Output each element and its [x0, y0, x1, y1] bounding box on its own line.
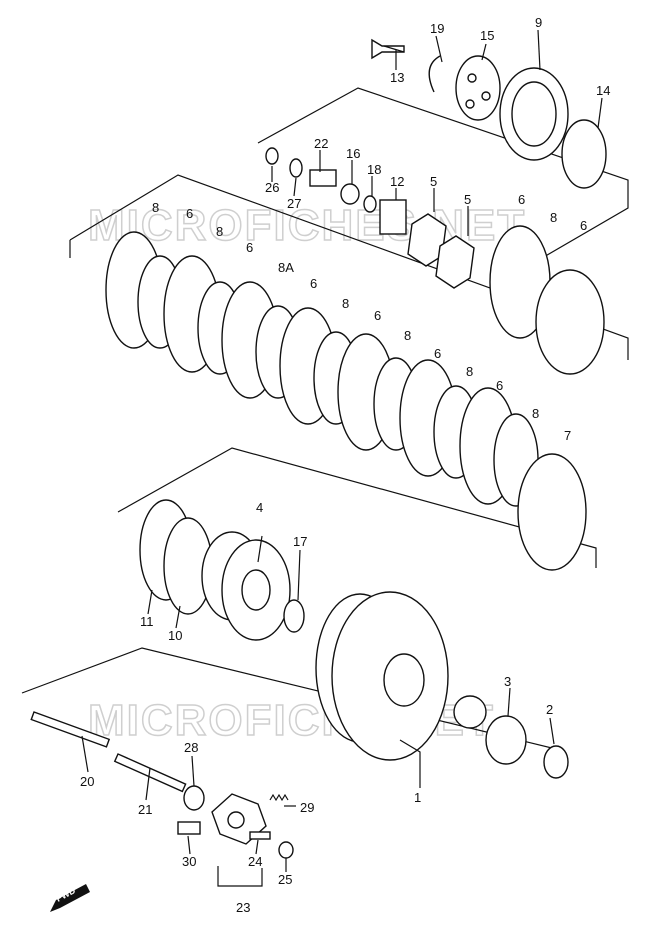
spacer-and-bearing-3	[453, 695, 527, 765]
fwd-arrow-icon: FWD	[50, 884, 90, 912]
label-8d: 8	[404, 328, 411, 343]
label-3: 3	[504, 674, 511, 689]
label-6b: 6	[246, 240, 253, 255]
label-6r1: 6	[518, 192, 525, 207]
bolt-30	[177, 821, 201, 835]
pushrod-group	[265, 147, 475, 289]
label-17: 17	[293, 534, 307, 549]
label-2: 2	[546, 702, 553, 717]
circlip-19	[428, 55, 441, 93]
rod-21	[113, 753, 187, 793]
label-6c: 6	[310, 276, 317, 291]
primary-driven-gear-1	[315, 591, 449, 761]
part-labels: 13 19 15 9 14 22 16 18 12 26 27 5 5 8 6 …	[80, 15, 610, 915]
label-23: 23	[236, 900, 250, 915]
screw-24	[249, 831, 271, 840]
clutch-hub-4	[201, 531, 291, 641]
spring-29	[269, 793, 289, 802]
label-1: 1	[414, 790, 421, 805]
label-28: 28	[184, 740, 198, 755]
label-27: 27	[287, 196, 301, 211]
label-6d: 6	[374, 308, 381, 323]
label-7: 7	[564, 428, 571, 443]
label-13: 13	[390, 70, 404, 85]
label-9: 9	[535, 15, 542, 30]
label-16: 16	[346, 146, 360, 161]
rod-20	[30, 711, 111, 748]
label-5a: 5	[430, 174, 437, 189]
label-21: 21	[138, 802, 152, 817]
nut-25	[278, 841, 294, 859]
label-8r: 8	[550, 210, 557, 225]
spring-14	[561, 119, 607, 189]
label-19: 19	[430, 21, 444, 36]
label-15: 15	[480, 28, 494, 43]
label-22: 22	[314, 136, 328, 151]
label-18: 18	[367, 162, 381, 177]
leader-lines	[81, 29, 603, 887]
label-11: 11	[140, 614, 154, 629]
label-5b: 5	[464, 192, 471, 207]
label-29: 29	[300, 800, 314, 815]
clutch-plate-stack	[105, 225, 605, 571]
bearing-9	[499, 67, 569, 161]
label-4: 4	[256, 500, 263, 515]
label-8c: 8	[342, 296, 349, 311]
label-8a: 8	[152, 200, 159, 215]
label-6f: 6	[496, 378, 503, 393]
label-6r2: 6	[580, 218, 587, 233]
pressure-disc-15	[455, 55, 501, 121]
washer-2	[543, 745, 569, 779]
label-26: 26	[265, 180, 279, 195]
label-8b: 8	[216, 224, 223, 239]
label-8A: 8A	[278, 260, 294, 275]
label-24: 24	[248, 854, 262, 869]
label-8f: 8	[532, 406, 539, 421]
label-14: 14	[596, 83, 610, 98]
label-25: 25	[278, 872, 292, 887]
washer-17	[283, 599, 305, 633]
label-10: 10	[168, 628, 182, 643]
bolt-13	[371, 38, 405, 60]
label-30: 30	[182, 854, 196, 869]
label-20: 20	[80, 774, 94, 789]
label-6a: 6	[186, 206, 193, 221]
label-8e: 8	[466, 364, 473, 379]
label-12: 12	[390, 174, 404, 189]
seal-28	[183, 785, 205, 811]
label-6e: 6	[434, 346, 441, 361]
